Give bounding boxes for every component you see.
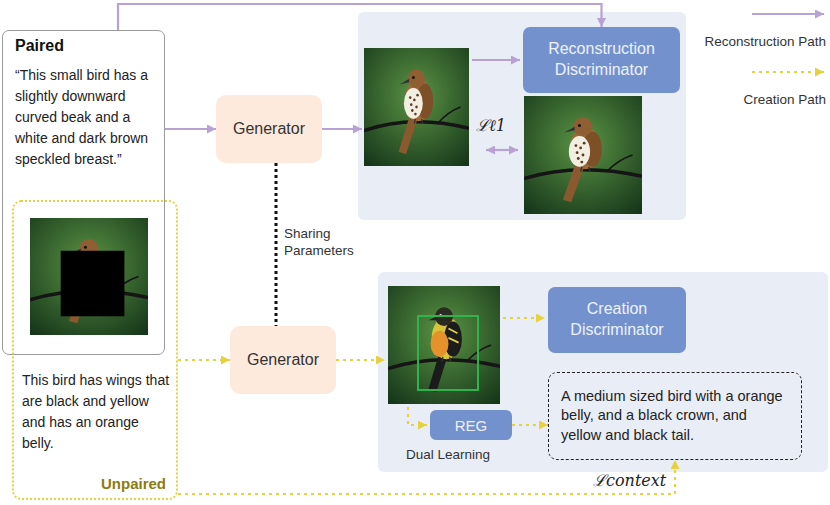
process-box: REG (430, 410, 512, 440)
process-box: Creation Discriminator (548, 287, 686, 353)
edge-label: ℒcontext (593, 469, 666, 491)
paths (322, 14, 824, 425)
shape-path (322, 128, 362, 130)
node-text: Generator (233, 120, 305, 138)
label: Dual Learning (406, 446, 490, 464)
node-text: Paired (15, 37, 64, 55)
connector (178, 359, 230, 361)
node-text: Unpaired (101, 475, 166, 492)
process-box: Generator (230, 326, 336, 394)
node-text: A medium sized bird with a orange belly,… (561, 387, 789, 446)
node-text: This bird has wings that are black and y… (22, 370, 172, 454)
shape-path (336, 359, 385, 361)
shape-use (524, 96, 642, 214)
shape-use (399, 69, 434, 154)
group-box: Paired “This small bird has a slightly do… (2, 30, 165, 355)
shape-path (503, 317, 545, 319)
legend-text: Creation Path (743, 92, 826, 107)
node-text: REG (455, 417, 488, 434)
shape-path (408, 407, 427, 425)
created-image (388, 286, 500, 404)
shape-path (486, 149, 518, 151)
panel (358, 12, 686, 220)
node-text: Creation Discriminator (558, 299, 676, 341)
process-box: Reconstruction Discriminator (523, 27, 680, 93)
shape-use (364, 48, 469, 166)
panel (378, 272, 828, 472)
shape-path (472, 59, 520, 61)
process-box: Generator (216, 95, 322, 163)
node-text: Reconstruction Discriminator (533, 39, 670, 81)
edge-label: Sharing Parameters (284, 225, 364, 260)
masked-image (30, 218, 148, 335)
shape-use (428, 307, 462, 392)
shape-rect (61, 251, 125, 317)
shape-use (30, 218, 148, 335)
label: ℒℓ1 (476, 114, 506, 136)
text-box: A medium sized bird with a orange belly,… (548, 372, 802, 460)
connector (512, 424, 548, 426)
shape-path (752, 13, 824, 15)
real-image (524, 96, 642, 214)
shape-use (563, 117, 602, 202)
shape-use (388, 286, 500, 404)
node-text: “This small bird has a slightly downward… (15, 65, 165, 170)
node-text: Generator (247, 351, 319, 369)
shape-path (752, 71, 824, 73)
connector (165, 128, 216, 130)
connector (275, 163, 278, 326)
connector (178, 460, 675, 494)
group-box: This bird has wings that are black and y… (12, 200, 178, 500)
bounding-box (418, 316, 478, 390)
legend-text: Reconstruction Path (704, 34, 826, 49)
generated-image (364, 48, 469, 166)
